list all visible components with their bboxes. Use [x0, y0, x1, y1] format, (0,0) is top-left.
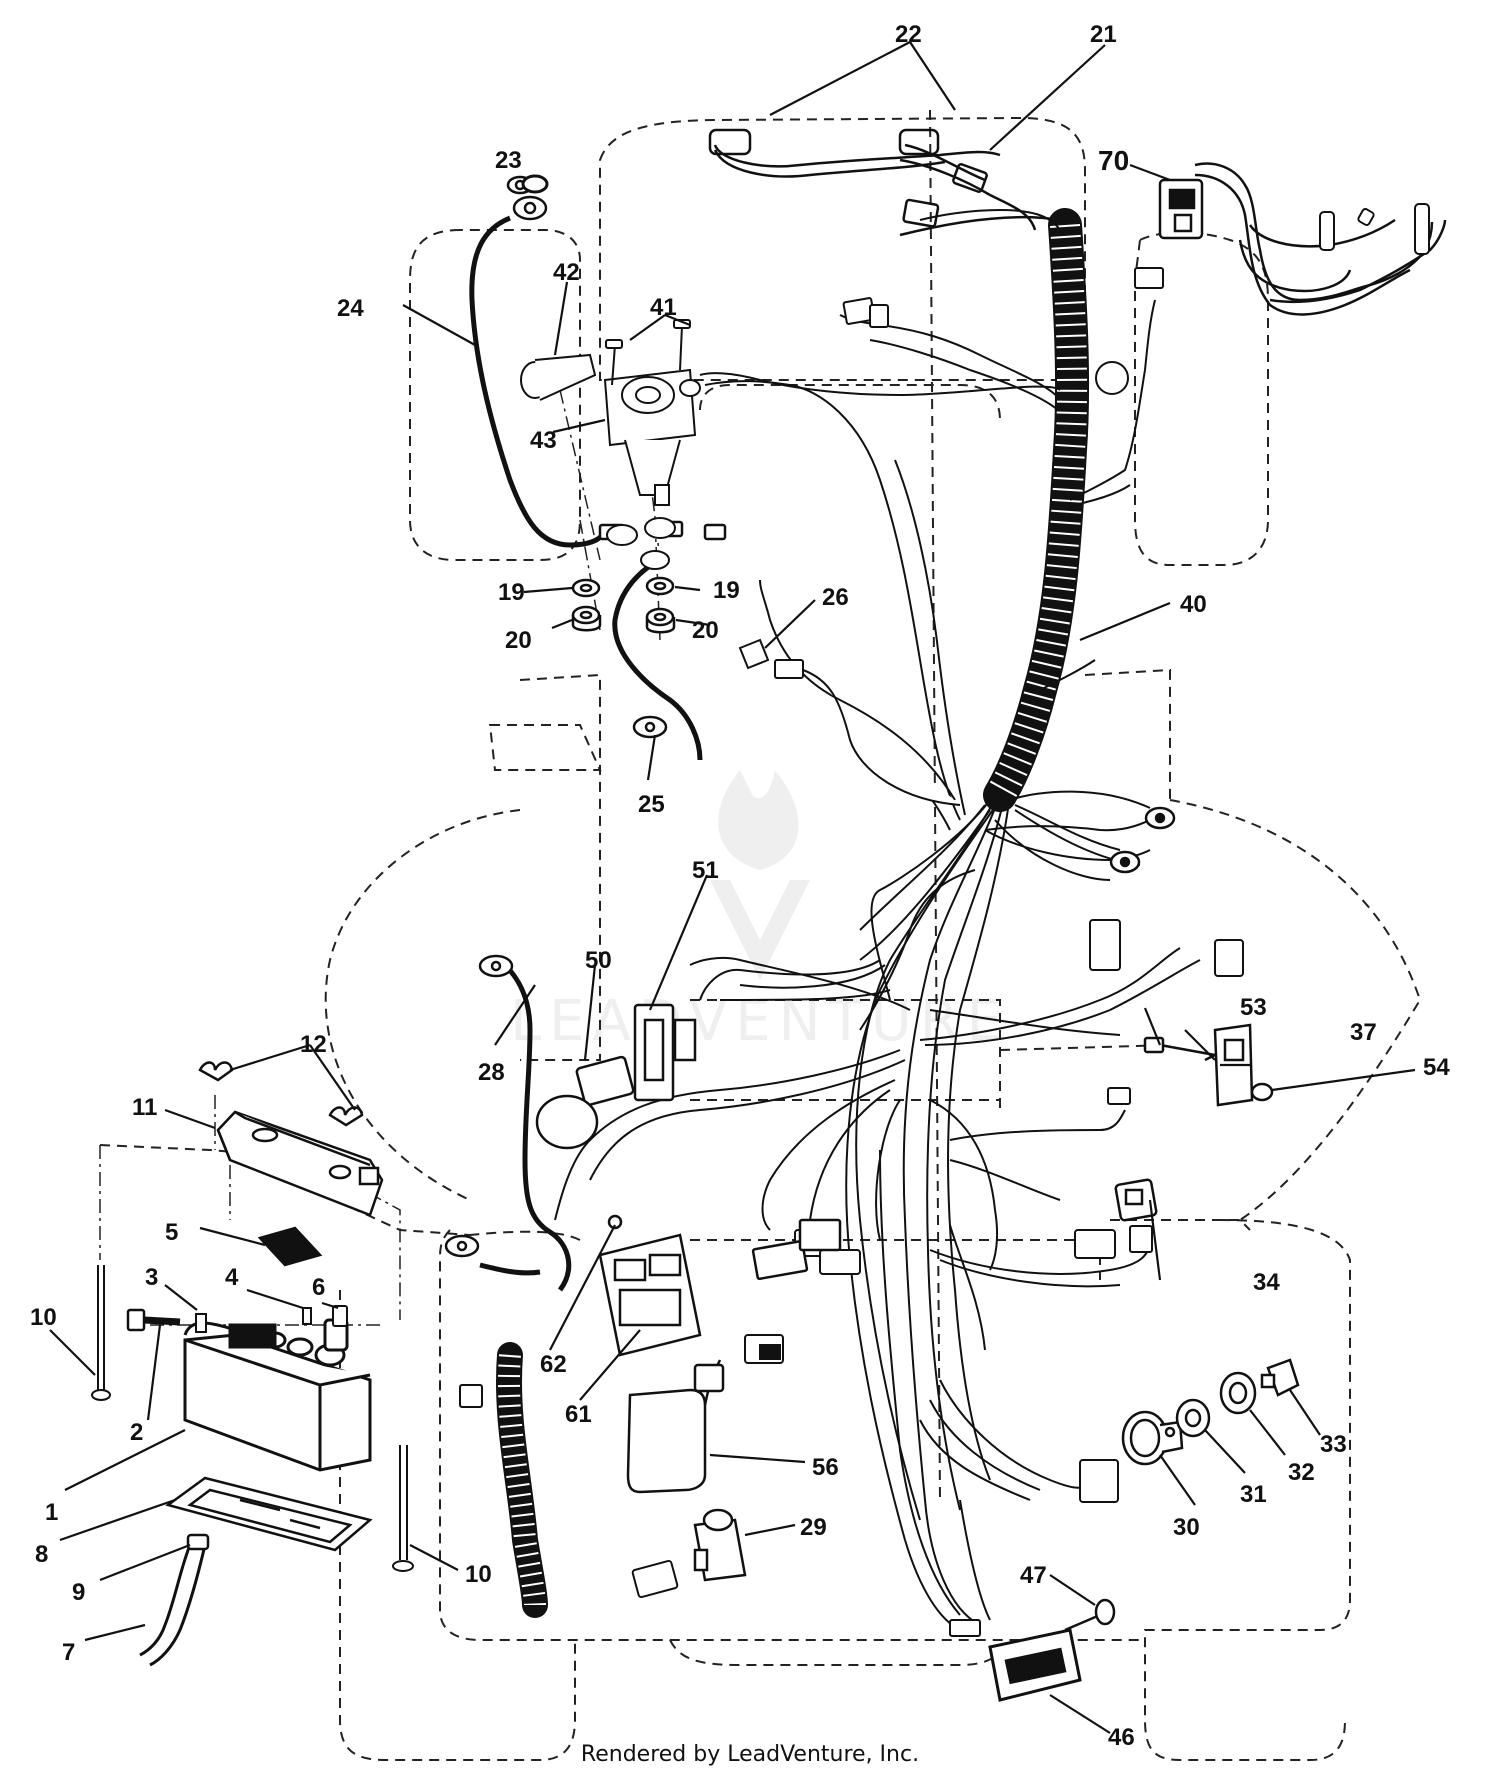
- callout-22: 22: [895, 21, 922, 48]
- callout-37: 37: [1350, 1019, 1377, 1046]
- callout-30: 30: [1173, 1514, 1200, 1541]
- ignition-switch-30: [1121, 1410, 1184, 1466]
- callout-25: 25: [638, 791, 665, 818]
- callout-61: 61: [565, 1401, 592, 1428]
- nuts-20: [571, 605, 676, 634]
- callout-5: 5: [165, 1219, 178, 1246]
- battery-hold-down-11: [216, 1110, 384, 1217]
- callout-19-left: 19: [498, 579, 525, 606]
- battery-cover-5: [257, 1226, 323, 1267]
- callout-31: 31: [1240, 1481, 1267, 1508]
- seat-switch-harness: [1194, 162, 1447, 316]
- ring-terminals: [1109, 806, 1176, 874]
- battery-1: [183, 1318, 372, 1472]
- hour-meter-46: [988, 1628, 1082, 1702]
- elbow-9: [186, 1533, 210, 1551]
- callout-28: 28: [478, 1059, 505, 1086]
- wire-bundle: [554, 208, 1201, 1631]
- callout-12: 12: [300, 1031, 327, 1058]
- callout-41: 41: [650, 294, 677, 321]
- callout-20-right: 20: [692, 617, 719, 644]
- callout-24: 24: [337, 295, 364, 322]
- callout-6: 6: [312, 1274, 325, 1301]
- relay-29: [693, 1508, 747, 1582]
- callout-labels: 1 2 3 4 5 6 7 8 9 10 10 11 12 19 19 20 2…: [30, 21, 1450, 1751]
- callout-47: 47: [1020, 1562, 1047, 1589]
- callout-10-right: 10: [465, 1561, 492, 1588]
- callout-56: 56: [812, 1454, 839, 1481]
- washers-19: [571, 576, 675, 598]
- switch-34: [1114, 1178, 1158, 1222]
- callout-8: 8: [35, 1541, 48, 1568]
- headlight-harness: [708, 128, 1061, 237]
- lower-harness-conduit: [495, 1342, 548, 1618]
- callout-62: 62: [540, 1351, 567, 1378]
- vent-tube-7: [139, 1544, 207, 1667]
- key-33: [1260, 1358, 1300, 1397]
- callout-50: 50: [585, 947, 612, 974]
- nut-54: [1250, 1082, 1274, 1102]
- leader-lines: [49, 41, 1416, 1734]
- bolt-53: [1143, 1036, 1216, 1057]
- battery-cable-25: [612, 557, 703, 761]
- callout-42: 42: [553, 259, 580, 286]
- terminal-pins: [1319, 203, 1430, 255]
- callout-32: 32: [1288, 1459, 1315, 1486]
- module-56: [626, 1359, 725, 1494]
- callout-21: 21: [1090, 21, 1117, 48]
- callout-19-right: 19: [713, 577, 740, 604]
- lock-washer-4: [302, 1307, 312, 1325]
- callout-20-left: 20: [505, 627, 532, 654]
- connector-26: [738, 638, 961, 806]
- harness-connectors: [459, 267, 1244, 1637]
- callout-40: 40: [1180, 591, 1207, 618]
- starter-solenoid-43: [520, 353, 701, 570]
- main-harness-conduit: [983, 208, 1090, 812]
- callout-46: 46: [1108, 1724, 1135, 1751]
- callout-1: 1: [45, 1499, 58, 1526]
- switch-51: [633, 1003, 697, 1102]
- screw-47: [1064, 1598, 1116, 1632]
- footer-credit: Rendered by LeadVenture, Inc.: [580, 1742, 920, 1767]
- battery-cable-28: [479, 963, 572, 1292]
- nut-31: [1175, 1398, 1211, 1438]
- callout-23: 23: [495, 147, 522, 174]
- light-switch-50: [535, 1055, 635, 1150]
- callout-26: 26: [822, 584, 849, 611]
- callout-3: 3: [145, 1264, 158, 1291]
- callout-53: 53: [1240, 994, 1267, 1021]
- callout-34: 34: [1253, 1269, 1280, 1296]
- callout-43: 43: [530, 427, 557, 454]
- seat-switch-70: [1158, 178, 1204, 240]
- callout-4: 4: [225, 1264, 239, 1291]
- battery-tray-8: [165, 1476, 373, 1552]
- spacer-3: [195, 1313, 207, 1333]
- callout-33: 33: [1320, 1431, 1347, 1458]
- bezel-32: [1219, 1371, 1257, 1415]
- terminal-bolt-2: [126, 1308, 181, 1332]
- bolts-10: [91, 1265, 414, 1572]
- callout-70: 70: [1098, 145, 1129, 176]
- washer-23: [521, 174, 549, 194]
- wing-nuts-12: [198, 1061, 364, 1127]
- callout-54: 54: [1423, 1054, 1450, 1081]
- callout-7: 7: [62, 1639, 75, 1666]
- ignition-module-61: [598, 1214, 842, 1357]
- callout-2: 2: [130, 1419, 143, 1446]
- callout-11: 11: [132, 1094, 157, 1121]
- battery-cable-24: [469, 215, 608, 548]
- callout-10-left: 10: [30, 1304, 57, 1331]
- nut-6: [332, 1305, 348, 1327]
- callout-29: 29: [800, 1514, 827, 1541]
- callout-9: 9: [72, 1579, 85, 1606]
- callout-51: 51: [692, 857, 719, 884]
